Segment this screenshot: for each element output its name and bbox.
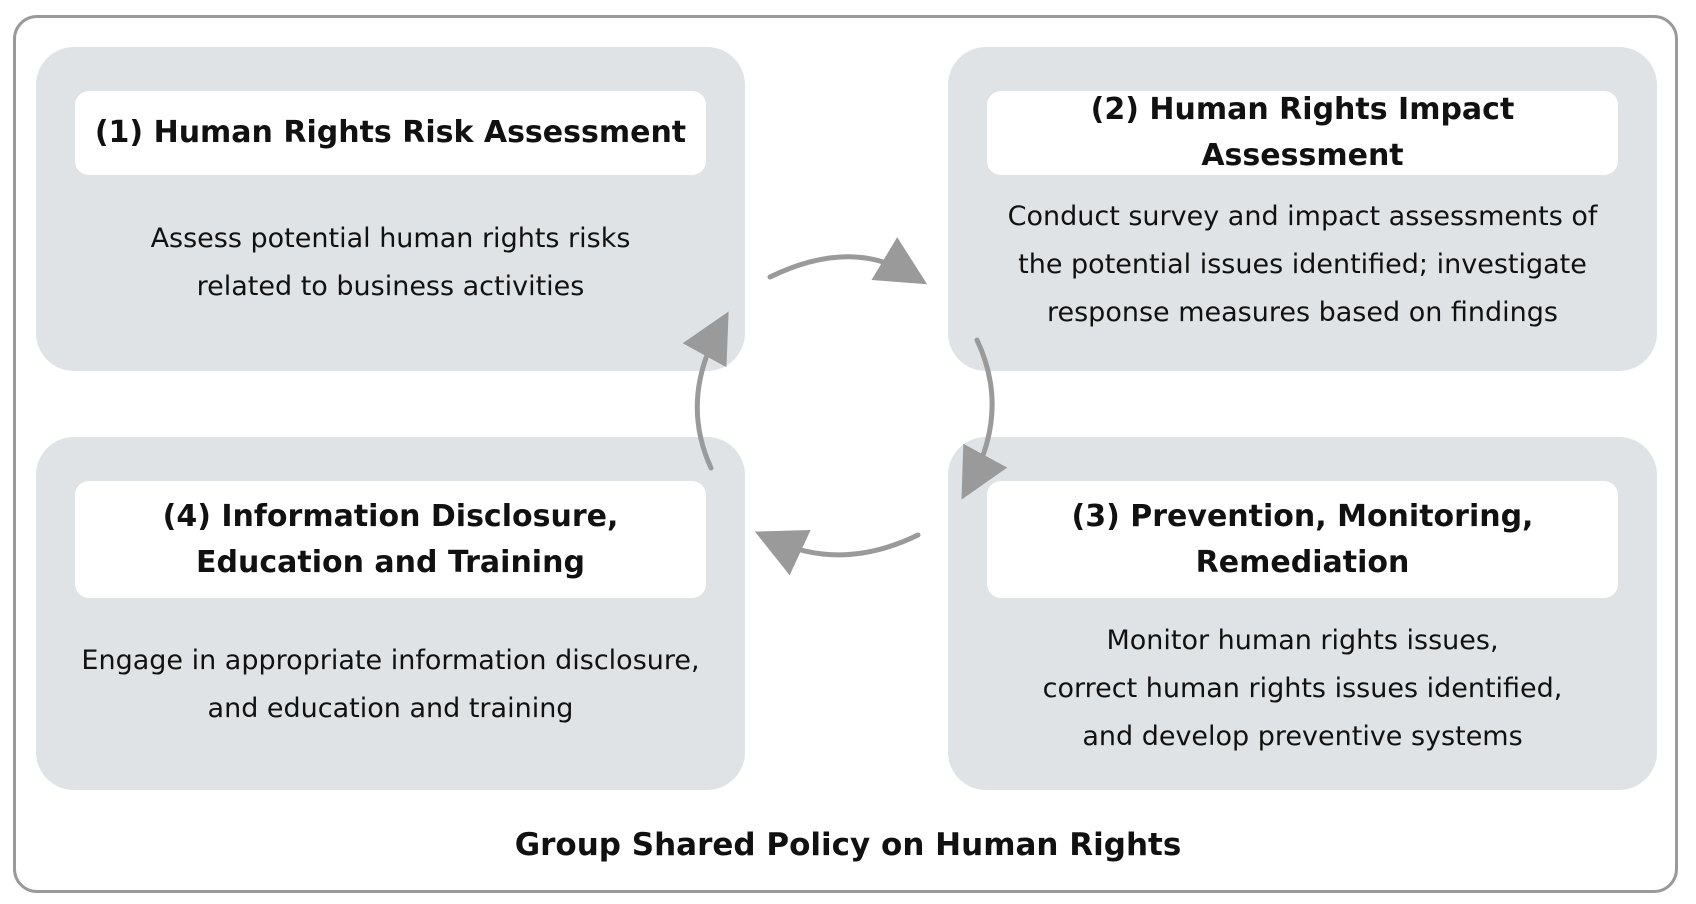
step-card-disclosure-training: (4) Information Disclosure, Education an… — [36, 437, 745, 790]
arrow-step1-to-step2-icon — [767, 237, 928, 285]
step-description: Engage in appropriate information disclo… — [81, 645, 700, 724]
diagram-caption: Group Shared Policy on Human Rights — [514, 827, 1182, 863]
step-card-risk-assessment: (1) Human Rights Risk Assessment Assess … — [36, 47, 745, 371]
step-title: (4) Information Disclosure, Education an… — [75, 481, 706, 598]
step-description: Conduct survey and impact assessments of… — [1007, 201, 1598, 328]
step-card-impact-assessment: (2) Human Rights Impact Assessment Condu… — [948, 47, 1657, 371]
step-title: (2) Human Rights Impact Assessment — [987, 91, 1618, 175]
step-title: (3) Prevention, Monitoring, Remediation — [987, 481, 1618, 598]
arrow-step4-to-step1-icon — [682, 311, 729, 471]
step-title: (1) Human Rights Risk Assessment — [75, 91, 706, 175]
step-card-prevention-monitoring: (3) Prevention, Monitoring, Remediation … — [948, 437, 1657, 790]
step-description: Assess potential human rights risks rela… — [150, 223, 631, 302]
arrow-step3-to-step4-icon — [754, 529, 921, 576]
diagram-frame — [13, 15, 1678, 893]
step-description: Monitor human rights issues, correct hum… — [1042, 625, 1563, 752]
arrow-step2-to-step3-icon — [961, 337, 1008, 500]
